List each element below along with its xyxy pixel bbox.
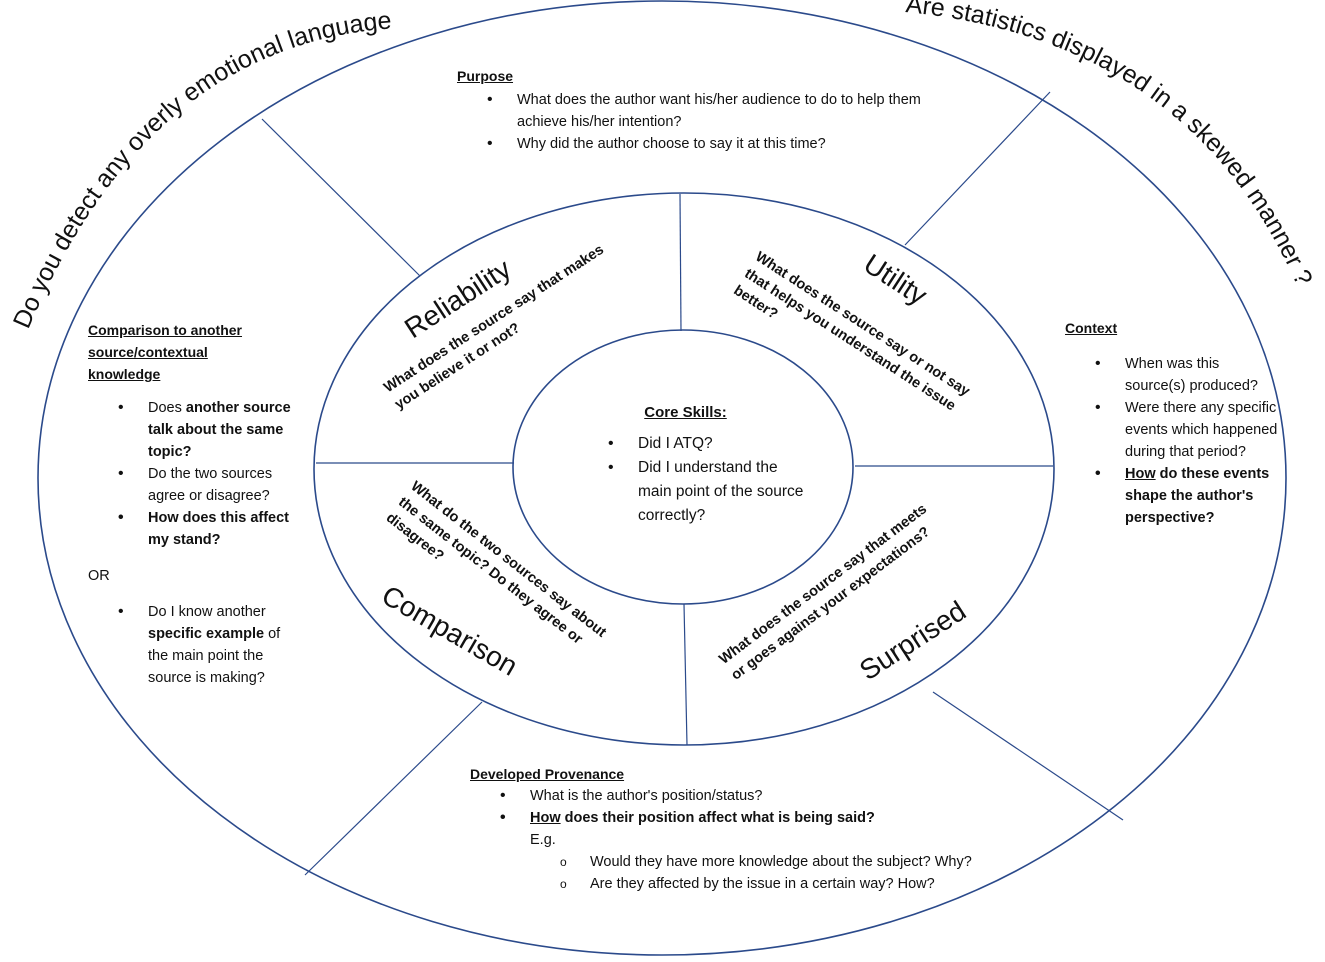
provenance-eg: E.g.	[530, 832, 556, 848]
outer-ellipse	[37, 0, 1287, 956]
context-bullet-2: Were there any specific events which hap…	[1095, 397, 1280, 463]
provenance-sub-2: Are they affected by the issue in a cert…	[560, 873, 1030, 895]
divider-bottom	[683, 603, 688, 746]
provenance-section: Developed Provenance What is the author'…	[470, 763, 1030, 895]
spoke-bottom-right	[932, 691, 1124, 821]
outer-question-left: Do you detect any overly emotional langu…	[0, 0, 399, 332]
middle-ellipse	[313, 192, 1055, 746]
provenance-bullet-1: What is the author's position/status?	[500, 785, 1030, 807]
core-skills: Core Skills: Did I ATQ? Did I understand…	[608, 402, 808, 528]
comparison-knowledge-title-2: source/contextual	[88, 344, 208, 360]
spoke-top-left	[261, 118, 421, 277]
svg-text:Do you detect any overly emoti: Do you detect any overly emotional langu…	[0, 0, 399, 332]
purpose-bullet-2: Why did the author choose to say it at t…	[487, 133, 927, 155]
comparison-bullet-1: Does another source talk about the same …	[118, 397, 303, 463]
comparison-or: OR	[88, 568, 110, 584]
core-bullet-2: Did I understand the main point of the s…	[608, 456, 808, 528]
context-bullet-3: How do these events shape the author's p…	[1095, 463, 1280, 529]
outer-question-right: Are statistics displayed in a skewed man…	[904, 0, 1317, 290]
provenance-bullet-2: How does their position affect what is b…	[500, 807, 1030, 829]
core-title: Core Skills:	[644, 404, 727, 421]
comparison-bullet-2: Do the two sources agree or disagree?	[118, 463, 303, 507]
purpose-section: Purpose What does the author want his/he…	[457, 65, 927, 155]
context-section: Context When was this source(s) produced…	[1065, 317, 1280, 529]
spoke-bottom-left	[304, 701, 483, 876]
context-bullet-1: When was this source(s) produced?	[1095, 353, 1280, 397]
purpose-title: Purpose	[457, 68, 514, 84]
comparison-bullet-4: Do I know another specific example of th…	[118, 601, 303, 689]
provenance-title: Developed Provenance	[470, 766, 625, 782]
context-title: Context	[1065, 320, 1118, 336]
inner-ellipse	[512, 329, 854, 605]
comparison-knowledge-title-3: knowledge	[88, 366, 161, 382]
purpose-bullet-1: What does the author want his/her audien…	[487, 89, 927, 133]
svg-text:Are statistics displayed in a: Are statistics displayed in a skewed man…	[904, 0, 1317, 290]
provenance-sub-1: Would they have more knowledge about the…	[560, 851, 1030, 873]
comparison-bullet-3: How does this affect my stand?	[118, 507, 303, 551]
comparison-knowledge-title-1: Comparison to another	[88, 322, 243, 338]
spoke-top-right	[904, 91, 1051, 246]
core-bullet-1: Did I ATQ?	[608, 432, 808, 456]
comparison-knowledge-section: Comparison to another source/contextual …	[88, 319, 303, 689]
divider-top	[679, 193, 682, 332]
